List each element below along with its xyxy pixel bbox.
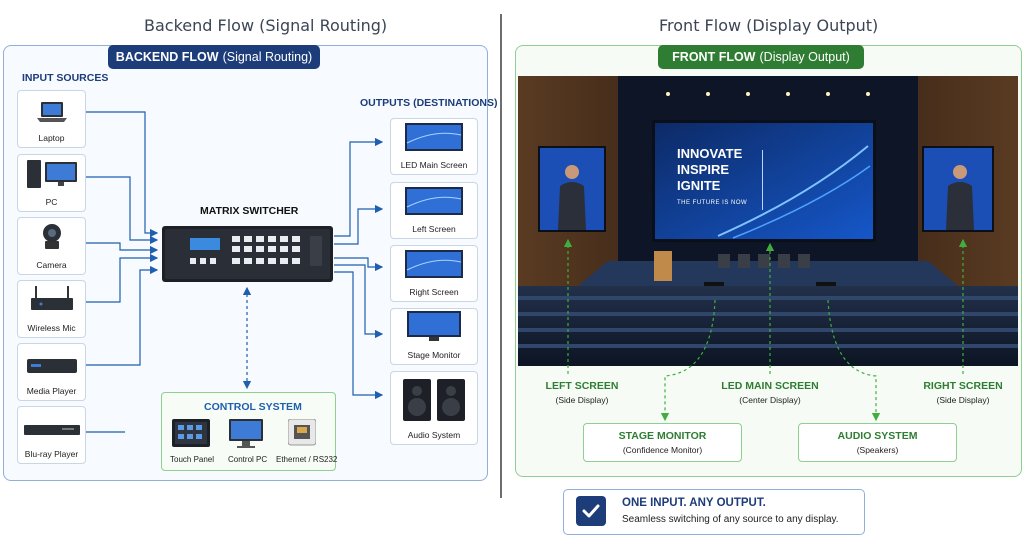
section-divider — [500, 14, 502, 498]
control-item-label: Control PC — [228, 455, 268, 464]
output-label: Audio System — [407, 430, 461, 440]
outputs-title: OUTPUTS (DESTINATIONS) — [360, 97, 498, 109]
pc-icon — [25, 158, 79, 193]
media-player-icon — [25, 355, 79, 382]
backend-flow-pill: BACKEND FLOW (Signal Routing) — [108, 45, 320, 69]
front-pill-bold: FRONT FLOW — [672, 50, 756, 64]
front-heading: Front Flow (Display Output) — [659, 16, 879, 35]
input-label: Media Player — [26, 386, 77, 396]
control-pc-icon — [229, 419, 263, 454]
main-screen-text: INNOVATE INSPIRE IGNITE THE FUTURE IS NO… — [677, 146, 747, 206]
summary-banner — [563, 489, 865, 535]
output-card-audio: Audio System — [390, 371, 478, 445]
monitor-icon — [405, 123, 463, 156]
monitor-icon — [405, 187, 463, 220]
label-left-screen: LEFT SCREEN (Side Display) — [528, 380, 636, 405]
label-right-screen: RIGHT SCREEN (Side Display) — [906, 380, 1020, 405]
input-card-camera: Camera — [17, 217, 86, 275]
arrow-pc — [85, 176, 159, 245]
arrow-left — [334, 204, 384, 245]
banner-subtitle: Seamless switching of any source to any … — [622, 514, 839, 525]
arrow-media — [85, 265, 159, 366]
wireless-mic-icon — [27, 284, 77, 319]
output-card-led-main: LED Main Screen — [390, 118, 478, 175]
auditorium-image: INNOVATE INSPIRE IGNITE THE FUTURE IS NO… — [518, 76, 1018, 366]
screen-line-2: INSPIRE — [677, 162, 730, 177]
label-title: STAGE MONITOR — [618, 430, 707, 442]
arrow-audio-system — [827, 299, 881, 422]
label-title: RIGHT SCREEN — [923, 380, 1003, 392]
output-label: Left Screen — [412, 224, 456, 234]
arrow-stage-monitor — [660, 299, 716, 422]
laptop-icon — [36, 100, 67, 129]
front-pill-light: (Display Output) — [759, 50, 850, 64]
stage-monitor-icon — [407, 311, 461, 346]
matrix-switcher-device — [162, 224, 333, 284]
input-card-bluray: Blu-ray Player — [17, 406, 86, 464]
arrow-mic — [85, 253, 159, 303]
input-card-pc: PC — [17, 154, 86, 212]
backend-pill-light: (Signal Routing) — [222, 50, 313, 64]
input-card-laptop: Laptop — [17, 90, 86, 148]
label-title: LED MAIN SCREEN — [721, 380, 819, 392]
display-arrows — [563, 238, 968, 422]
backend-pill-bold: BACKEND FLOW — [115, 50, 219, 64]
speaker-icon — [401, 379, 467, 426]
arrow-laptop — [85, 111, 159, 238]
checkmark-icon — [576, 496, 606, 531]
screen-tagline: THE FUTURE IS NOW — [677, 200, 748, 206]
arrow-audio — [334, 271, 384, 400]
bluray-player-icon — [22, 420, 82, 445]
front-flow-pill: FRONT FLOW (Display Output) — [658, 45, 864, 69]
control-item-label: Touch Panel — [170, 455, 215, 464]
monitor-icon — [405, 250, 463, 283]
touch-panel-icon — [172, 419, 210, 454]
label-sub: (Side Display) — [936, 395, 990, 405]
output-label: Right Screen — [409, 287, 459, 297]
arrow-led — [334, 137, 384, 237]
arrow-camera — [85, 242, 159, 255]
label-sub: (Center Display) — [739, 395, 801, 405]
matrix-switcher-title: MATRIX SWITCHER — [200, 205, 299, 217]
input-sources-title: INPUT SOURCES — [22, 72, 109, 84]
input-card-media: Media Player — [17, 343, 86, 401]
label-title: LEFT SCREEN — [545, 380, 619, 392]
stage-monitor-box: STAGE MONITOR (Confidence Monitor) — [583, 423, 742, 462]
input-card-mic: Wireless Mic — [17, 280, 86, 338]
banner-title: ONE INPUT. ANY OUTPUT. — [622, 497, 766, 509]
control-item-label: Ethernet / RS232 — [276, 455, 338, 464]
output-label: LED Main Screen — [400, 160, 468, 170]
routing-arrows — [85, 111, 384, 433]
input-label: Wireless Mic — [27, 323, 76, 333]
control-system-title: CONTROL SYSTEM — [204, 401, 302, 413]
label-sub: (Confidence Monitor) — [622, 445, 703, 455]
label-sub: (Speakers) — [856, 445, 899, 455]
label-title: AUDIO SYSTEM — [837, 430, 918, 442]
input-label: Blu-ray Player — [24, 449, 79, 459]
audio-system-box: AUDIO SYSTEM (Speakers) — [798, 423, 957, 462]
camera-icon — [38, 221, 66, 256]
input-label: PC — [45, 197, 58, 207]
label-sub: (Side Display) — [555, 395, 609, 405]
ethernet-port-icon — [287, 418, 317, 452]
label-led-main: LED MAIN SCREEN (Center Display) — [710, 380, 830, 405]
screen-line-3: IGNITE — [677, 178, 721, 193]
backend-heading: Backend Flow (Signal Routing) — [144, 16, 388, 35]
input-label: Laptop — [38, 133, 65, 143]
arrow-right — [334, 257, 384, 272]
input-label: Camera — [36, 260, 67, 270]
output-card-left: Left Screen — [390, 182, 478, 239]
screen-line-1: INNOVATE — [677, 146, 743, 161]
output-label: Stage Monitor — [407, 350, 461, 360]
arrow-stage — [334, 264, 384, 339]
output-card-right: Right Screen — [390, 245, 478, 302]
output-card-stage-monitor: Stage Monitor — [390, 308, 478, 365]
